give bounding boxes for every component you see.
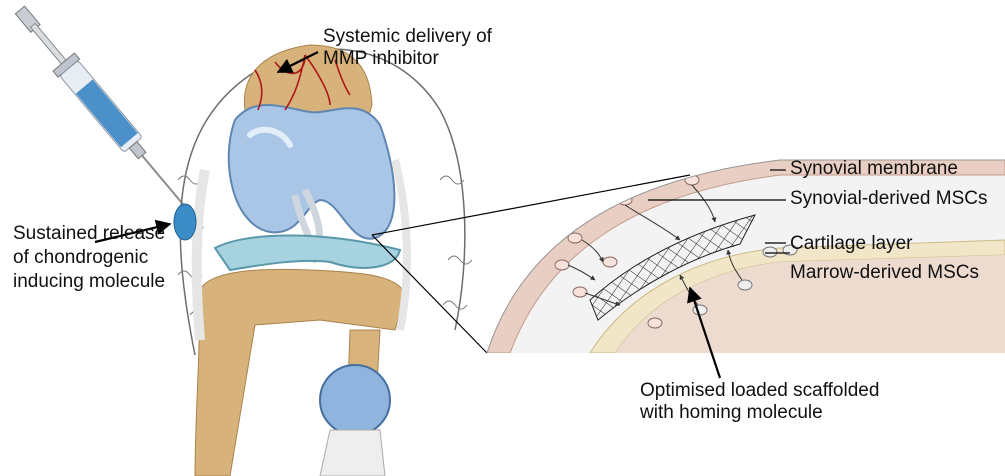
label-systemic-delivery: Systemic delivery of MMP inhibitor [323, 26, 492, 70]
label-synovial-membrane: Synovial membrane [790, 158, 958, 180]
label-sustained-release: Sustained release of chondrogenic induci… [13, 222, 165, 294]
syringe-icon [9, 1, 214, 237]
label-cartilage-layer: Cartilage layer [790, 233, 913, 255]
label-scaffold: Optimised loaded scaffolded with homing … [640, 380, 879, 424]
label-synovial-msc: Synovial-derived MSCs [790, 188, 987, 210]
drug-depot [174, 204, 196, 240]
zoom-inset [480, 150, 1005, 360]
label-marrow-msc: Marrow-derived MSCs [790, 262, 979, 284]
knee-joint-illustration [195, 45, 407, 476]
